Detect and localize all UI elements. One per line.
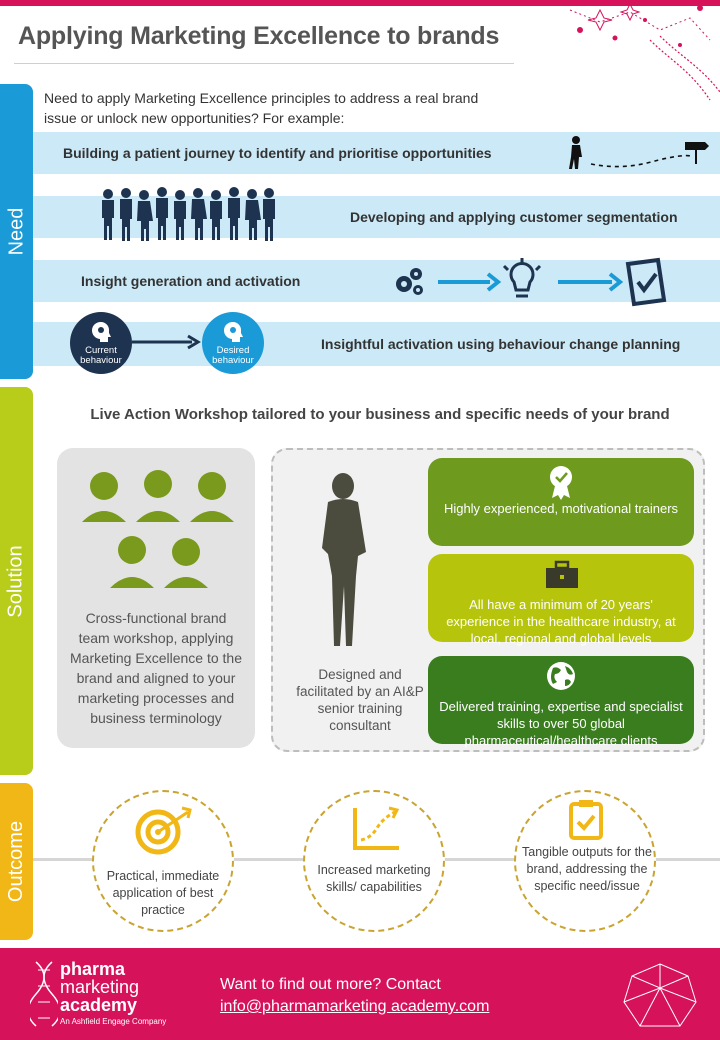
insight-flow-icons	[396, 257, 667, 307]
outcome-skills-circle: Increased marketing skills/ capabilities	[303, 790, 445, 932]
page-title: Applying Marketing Excellence to brands	[18, 22, 500, 50]
logo-tagline: An Ashfield Engage Company	[60, 1017, 167, 1026]
need-intro: Need to apply Marketing Excellence princ…	[44, 90, 479, 126]
team-workshop-panel	[57, 448, 255, 748]
outcome-tangible-circle: Tangible outputs for the brand, addressi…	[514, 790, 656, 932]
molecule-decoration	[569, 2, 720, 101]
team-people-icon	[82, 470, 234, 588]
need-item-2: Developing and applying customer segment…	[350, 209, 678, 225]
contact-block: Want to find out more? Contact info@phar…	[220, 974, 489, 1018]
behaviour-arrow	[132, 334, 201, 350]
top-accent-line	[0, 0, 720, 6]
global-clients-card: Delivered training, expertise and specia…	[428, 656, 694, 748]
gem-decoration-icon	[623, 963, 697, 1027]
industry-years-card: All have a minimum of 20 years' experien…	[428, 554, 694, 646]
need-item-3: Insight generation and activation	[81, 273, 301, 289]
experience-card: Highly experienced, motivational trainer…	[428, 458, 694, 546]
growth-chart-icon	[353, 806, 400, 850]
outcome-skills-text: Increased marketing skills/ capabilities	[317, 863, 431, 894]
outcome-tab-label: Outcome	[5, 820, 27, 903]
current-behaviour-circle: Current behaviour	[70, 312, 132, 374]
briefcase-icon	[546, 560, 578, 588]
industry-years-card-text: All have a minimum of 20 years' experien…	[446, 597, 676, 646]
logo-word-2: marketing	[60, 977, 140, 997]
global-clients-card-text: Delivered training, expertise and specia…	[439, 699, 683, 748]
need-item-1: Building a patient journey to identify a…	[63, 145, 492, 161]
solution-tab-label: Solution	[5, 544, 27, 618]
solution-tab: Solution	[0, 387, 33, 775]
experience-card-text: Highly experienced, motivational trainer…	[443, 501, 679, 516]
outcome-best-practice-circle: Practical, immediate application of best…	[92, 790, 234, 932]
contact-email-link[interactable]: info@pharmamarketing academy.com	[220, 998, 490, 1015]
need-band-4: Insightful activation using behaviour ch…	[33, 322, 720, 366]
logo-word-3: academy	[60, 995, 138, 1015]
outcome-tangible-text: Tangible outputs for the brand, addressi…	[522, 845, 652, 893]
need-band-1: Building a patient journey to identify a…	[33, 132, 720, 174]
need-tab-label: Need	[5, 207, 27, 256]
people-group-icon	[102, 187, 275, 241]
outcome-best-practice-text: Practical, immediate application of best…	[106, 869, 220, 917]
need-item-4: Insightful activation using behaviour ch…	[321, 336, 681, 352]
current-behaviour-label: Current behaviour	[80, 345, 122, 366]
head-gears-icon	[223, 321, 243, 342]
logo-word-1: pharma	[60, 959, 126, 979]
need-tab: Need	[0, 84, 33, 379]
team-workshop-text: Cross-functional brand team workshop, ap…	[70, 610, 242, 726]
consultant-text: Designed and facilitated by an AI&P seni…	[296, 667, 424, 733]
contact-prompt: Want to find out more? Contact	[220, 976, 441, 993]
solution-heading: Live Action Workshop tailored to your bu…	[90, 406, 670, 423]
desired-behaviour-label: Desired behaviour	[212, 345, 254, 366]
target-icon	[135, 806, 192, 855]
desired-behaviour-circle: Desired behaviour	[202, 312, 264, 374]
globe-icon	[547, 662, 575, 690]
journey-path-icon	[569, 136, 709, 169]
consultant-silhouette-icon	[322, 473, 366, 646]
dna-logo-icon	[30, 961, 58, 1027]
outcome-tab: Outcome	[0, 783, 33, 940]
footer-bar: pharma marketing academy An Ashfield Eng…	[0, 948, 720, 1040]
award-ribbon-icon	[550, 466, 572, 500]
title-divider	[14, 63, 514, 64]
head-gears-icon	[91, 321, 111, 342]
clipboard-check-icon	[569, 800, 603, 840]
